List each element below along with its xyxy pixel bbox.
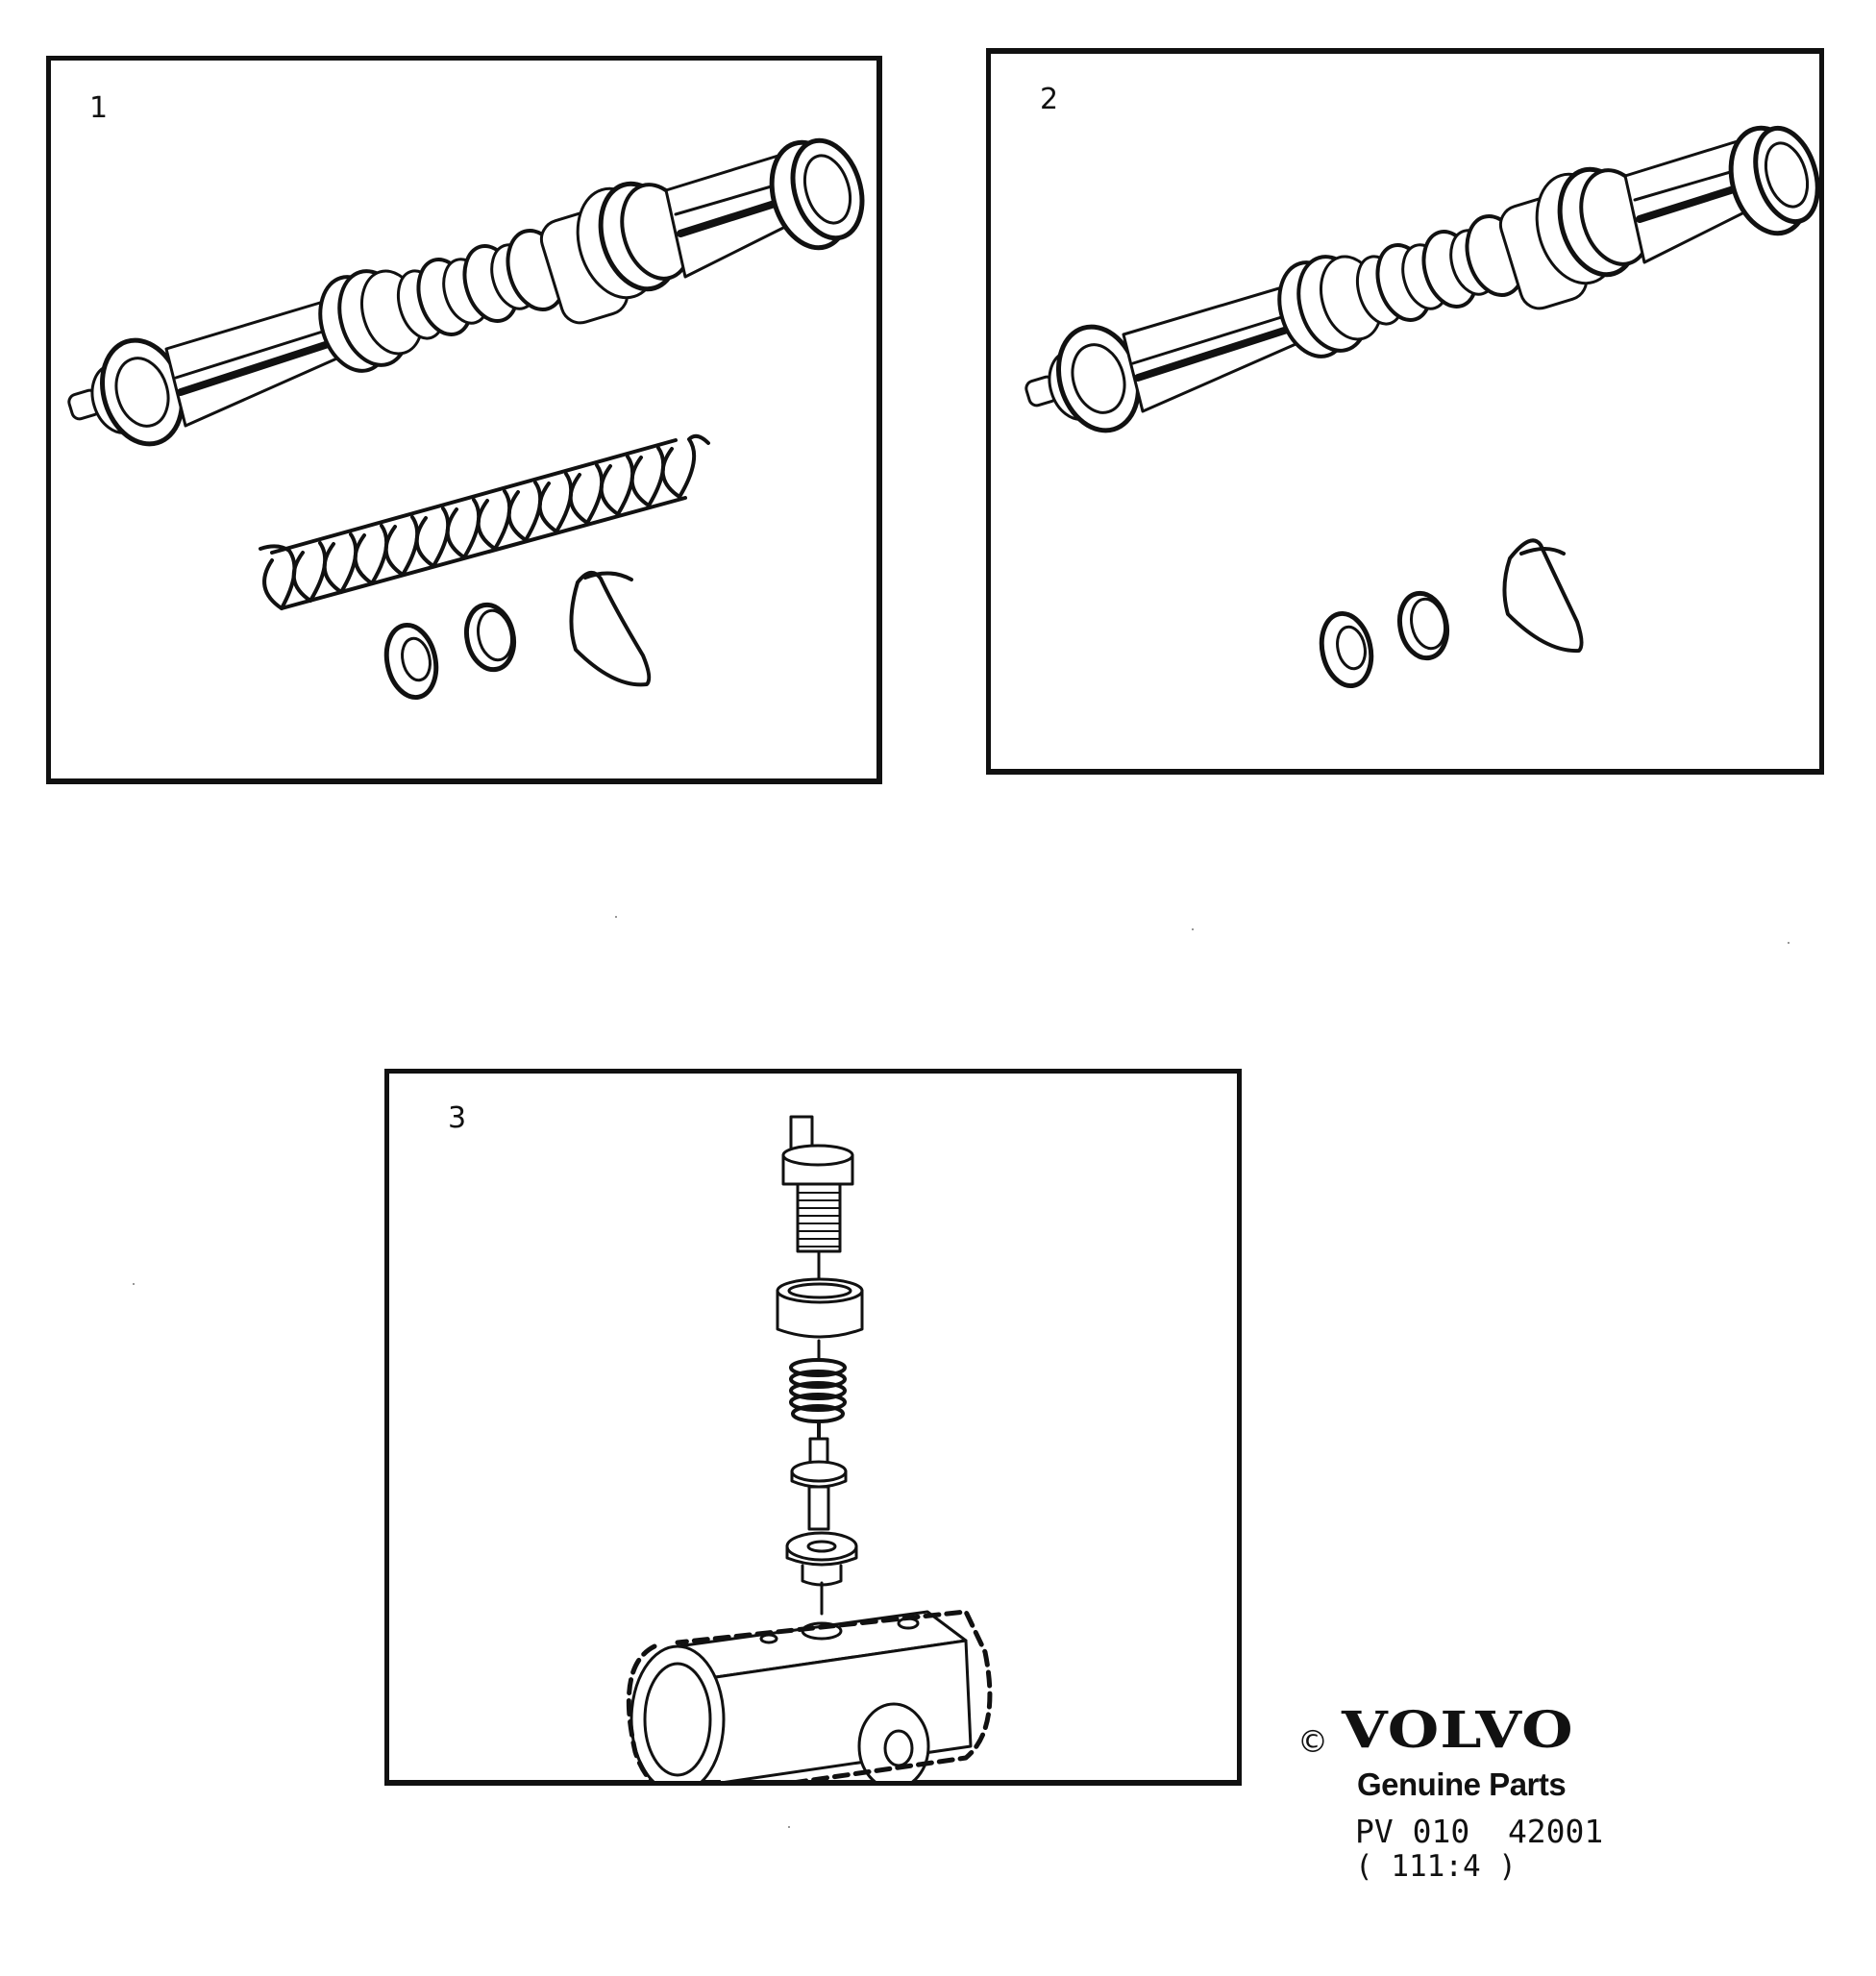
valve-seat-icon <box>785 1531 858 1616</box>
diagram-panel-3: 3 <box>384 1069 1242 1786</box>
piston-assembly-with-spring-icon <box>67 137 865 701</box>
piston-icon <box>1024 125 1819 433</box>
spring-icon <box>259 433 710 610</box>
panel-number: 2 <box>1040 83 1059 116</box>
scan-speck <box>133 1283 135 1285</box>
retaining-clip-icon <box>569 571 652 687</box>
reference-code: ( 111:4 ) <box>1355 1849 1517 1884</box>
valve-plunger-icon <box>790 1437 848 1531</box>
part-number: PV 010 42001 <box>1355 1813 1604 1850</box>
tagline: Genuine Parts <box>1357 1766 1567 1802</box>
scan-speck <box>1192 928 1194 930</box>
wheel-cylinder-body-icon <box>626 1609 993 1781</box>
seal-ring-icon <box>1319 610 1374 689</box>
scan-speck <box>788 1826 790 1828</box>
piston-icon <box>67 137 865 447</box>
bleeder-screw-icon <box>781 1115 854 1285</box>
panel-number: 3 <box>448 1101 467 1135</box>
panel-number: 1 <box>89 91 109 125</box>
diagram-panel-2: 2 <box>986 48 1824 775</box>
cup-seal-icon <box>1396 590 1450 661</box>
retaining-clip-icon <box>1502 538 1584 654</box>
bleeder-valve-assembly-icon <box>626 1115 993 1781</box>
scan-speck <box>1788 942 1790 944</box>
diagram-panel-1: 1 <box>46 56 882 784</box>
piston-assembly-icon <box>1024 125 1819 689</box>
valve-spring-icon <box>789 1358 847 1443</box>
scan-speck <box>615 916 617 918</box>
brand-wordmark: VOLVO <box>1342 1701 1574 1760</box>
seal-ring-icon <box>383 622 439 701</box>
cup-seal-icon <box>463 602 517 673</box>
copyright-symbol: © <box>1297 1723 1328 1760</box>
seal-sleeve-icon <box>776 1277 864 1362</box>
